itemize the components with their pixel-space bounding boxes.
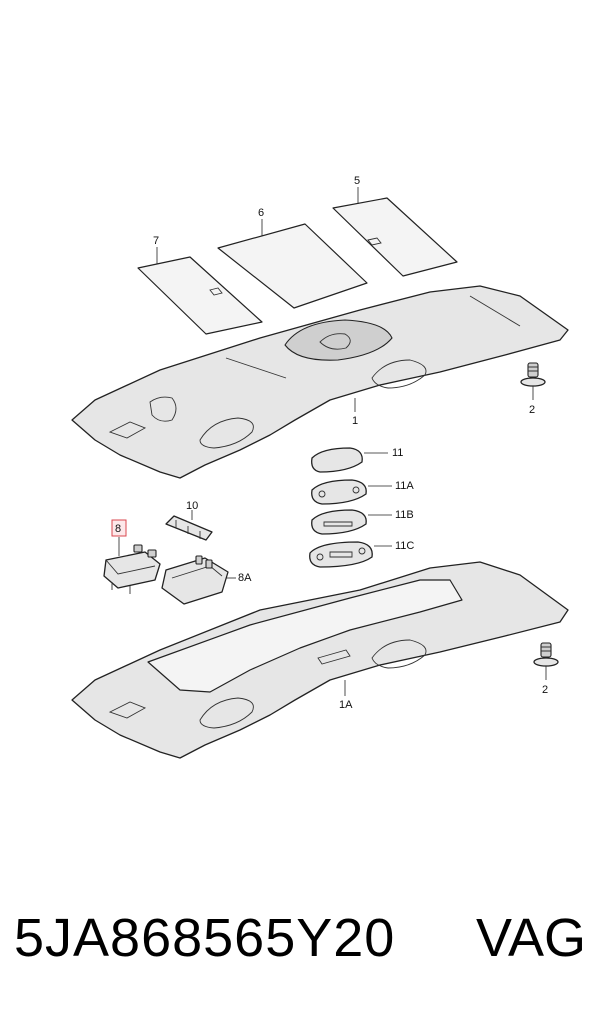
cover-11	[311, 447, 363, 473]
cover-11b	[311, 509, 367, 535]
headliner-1a	[71, 561, 569, 759]
footer: 5JA868565Y20 VAG	[0, 890, 600, 1000]
callout-2-top: 2	[529, 404, 535, 416]
callout-7: 7	[153, 235, 159, 247]
callout-11a: 11A	[395, 480, 414, 492]
headliner-1	[71, 285, 569, 479]
brand-label: VAG	[475, 908, 586, 968]
callout-11: 11	[392, 447, 403, 459]
insulation-pad-5	[332, 197, 458, 277]
callout-1: 1	[352, 415, 358, 427]
part-number: 5JA868565Y20	[14, 908, 396, 968]
bracket-10	[165, 515, 213, 541]
callout-11b: 11B	[395, 509, 414, 521]
callout-10: 10	[186, 500, 198, 512]
grab-handle-8a	[161, 555, 229, 605]
insulation-pad-6	[217, 223, 368, 309]
grab-handle-8	[103, 544, 161, 594]
insulation-pad-7	[137, 256, 263, 335]
headliner-exploded-diagram: 7 6 5 1 2 11 11A	[71, 175, 569, 759]
callout-1a: 1A	[339, 699, 353, 711]
cover-11c	[309, 541, 373, 568]
callout-8-highlight	[111, 519, 127, 537]
cover-11a	[311, 479, 367, 505]
callout-5: 5	[354, 175, 360, 187]
callout-6: 6	[258, 207, 264, 219]
clip-2-bottom	[533, 642, 559, 667]
callout-2-bottom: 2	[542, 684, 548, 696]
clip-2-top	[520, 362, 546, 387]
callout-11c: 11C	[395, 540, 414, 552]
callout-8a: 8A	[238, 572, 252, 584]
callout-8: 8	[115, 523, 121, 535]
